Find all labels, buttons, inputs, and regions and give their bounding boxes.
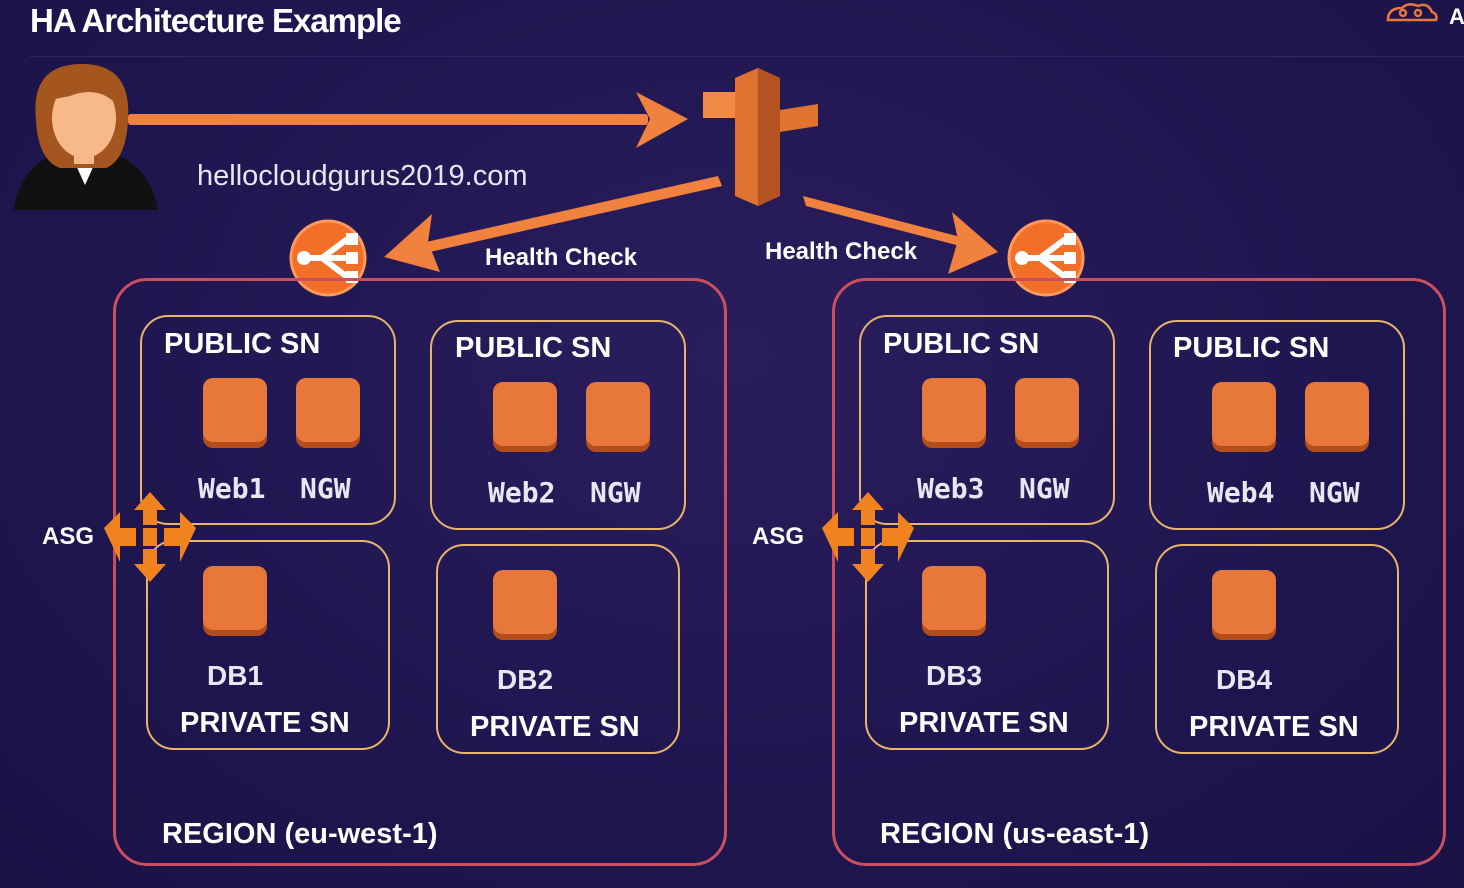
instance-label-db3: DB3 bbox=[926, 660, 983, 691]
subnet-label: PUBLIC SN bbox=[883, 328, 1040, 360]
subnet-label: PRIVATE SN bbox=[470, 711, 640, 743]
ec2-instance-icon bbox=[1015, 378, 1079, 442]
region-label: REGION (eu-west-1) bbox=[162, 818, 438, 850]
instance-label-web3: Web3 bbox=[917, 472, 985, 505]
ec2-instance-icon bbox=[586, 382, 650, 446]
instance-label-web2: Web2 bbox=[488, 476, 556, 509]
region-us-east-1 bbox=[832, 278, 1446, 866]
arrow-dns-to-right-lb bbox=[803, 196, 998, 274]
region-eu-west-1 bbox=[113, 278, 727, 866]
instance-label-ngw: NGW bbox=[1019, 472, 1070, 505]
instance-label-ngw: NGW bbox=[590, 476, 641, 509]
instance-label-db4: DB4 bbox=[1216, 664, 1273, 695]
domain-name-label: hellocloudgurus2019.com bbox=[197, 160, 528, 192]
ec2-instance-icon bbox=[1212, 382, 1276, 446]
corner-text: A bbox=[1449, 4, 1464, 29]
load-balancer-icon-left bbox=[289, 219, 367, 297]
ec2-instance-icon bbox=[1212, 570, 1276, 634]
public-subnet-3 bbox=[859, 315, 1115, 525]
ec2-instance-icon bbox=[1305, 382, 1369, 446]
region-label: REGION (us-east-1) bbox=[880, 818, 1150, 850]
ec2-instance-icon bbox=[203, 378, 267, 442]
arrow-dns-to-left-lb bbox=[384, 176, 722, 272]
instance-label-db2: DB2 bbox=[497, 664, 554, 695]
route53-dns-icon bbox=[703, 68, 818, 206]
subnet-label: PUBLIC SN bbox=[1173, 332, 1330, 364]
health-check-label-right: Health Check bbox=[765, 238, 918, 265]
instance-label-ngw: NGW bbox=[300, 472, 351, 505]
public-subnet-2 bbox=[430, 320, 686, 530]
arrow-user-to-dns bbox=[128, 92, 688, 148]
ec2-instance-icon bbox=[296, 378, 360, 442]
user-avatar-icon bbox=[14, 64, 158, 210]
ec2-instance-icon bbox=[922, 566, 986, 630]
instance-label-web1: Web1 bbox=[198, 472, 266, 505]
subnet-label: PUBLIC SN bbox=[455, 332, 612, 364]
public-subnet-1 bbox=[140, 315, 396, 525]
ec2-instance-icon bbox=[203, 566, 267, 630]
subnet-label: PRIVATE SN bbox=[899, 707, 1069, 739]
subnet-label: PUBLIC SN bbox=[164, 328, 321, 360]
private-subnet-2 bbox=[436, 544, 680, 754]
subnet-label: PRIVATE SN bbox=[1189, 711, 1359, 743]
instance-label-web4: Web4 bbox=[1207, 476, 1275, 509]
ec2-instance-icon bbox=[922, 378, 986, 442]
asg-label-left: ASG bbox=[42, 523, 95, 550]
ec2-instance-icon bbox=[493, 570, 557, 634]
page-title: HA Architecture Example bbox=[30, 2, 402, 39]
asg-label-right: ASG bbox=[752, 523, 805, 550]
instance-label-ngw: NGW bbox=[1309, 476, 1360, 509]
public-subnet-4 bbox=[1149, 320, 1405, 530]
title-divider bbox=[30, 56, 1464, 57]
health-check-label-left: Health Check bbox=[485, 244, 638, 271]
private-subnet-3 bbox=[865, 540, 1109, 750]
private-subnet-1 bbox=[146, 540, 390, 750]
ec2-instance-icon bbox=[493, 382, 557, 446]
subnet-label: PRIVATE SN bbox=[180, 707, 350, 739]
instance-label-db1: DB1 bbox=[207, 660, 264, 691]
private-subnet-4 bbox=[1155, 544, 1399, 754]
load-balancer-icon-right bbox=[1007, 219, 1085, 297]
